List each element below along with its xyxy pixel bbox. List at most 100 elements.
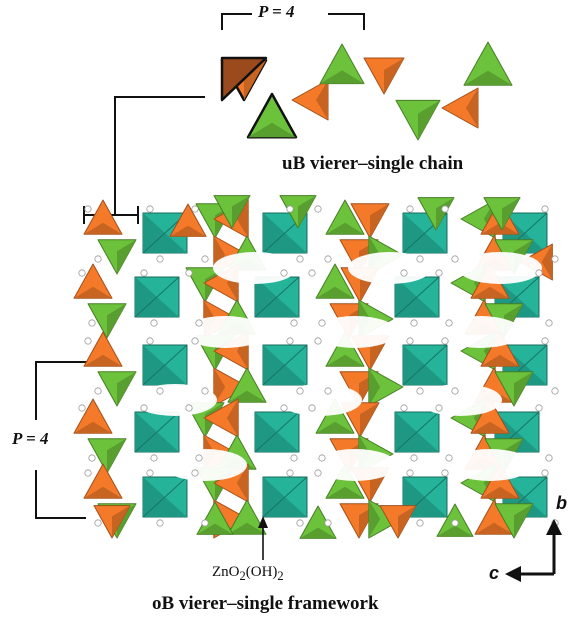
oxygen-atom-72 <box>296 519 304 527</box>
framework-tetra-35 <box>325 331 365 367</box>
axis-indicator <box>505 519 562 582</box>
framework-tetra-42 <box>494 371 534 407</box>
channel-3 <box>458 252 542 284</box>
framework-tetra-41-facet <box>481 354 519 367</box>
oxygen-atom-12 <box>416 255 424 263</box>
zno-octahedron-11 <box>402 344 448 386</box>
chain-period-label: P = 4 <box>258 2 295 21</box>
framework-tetra-2-facet <box>117 239 136 274</box>
zno-octahedron-10 <box>262 344 308 386</box>
zno-octahedron-6-edge <box>254 276 300 318</box>
framework-tetra-44-facet <box>107 438 126 473</box>
framework-tetra-43 <box>73 398 113 434</box>
oxygen-atom-33 <box>84 337 92 345</box>
oxygen-atom-47 <box>541 337 549 345</box>
chain-tetra-3-facet <box>316 80 328 120</box>
oxygen-atom-54 <box>195 454 203 462</box>
channel-5 <box>313 316 397 348</box>
chain-tetra-8-facet <box>464 70 512 86</box>
oxygen-atom-41 <box>314 337 322 345</box>
chain-tetra-2-facet <box>248 122 296 138</box>
framework-tetra-16 <box>87 303 127 339</box>
oxygen-atom-2 <box>94 255 102 263</box>
oxygen-atom-60 <box>410 454 418 462</box>
framework-tetra-38-facet <box>368 368 381 406</box>
framework-tetra-42-facet <box>514 371 533 406</box>
framework-tetra-55 <box>470 398 510 434</box>
oxygen-atom-29 <box>435 269 443 277</box>
oxygen-atom-37 <box>191 337 199 345</box>
oxygen-atom-8 <box>296 255 304 263</box>
zno-octahedron-14 <box>254 411 300 453</box>
framework-tetra-57 <box>83 463 123 499</box>
chain-tetra-5-facet <box>384 58 404 94</box>
zno-octahedron-18-edge <box>262 476 308 518</box>
framework-tetra-7 <box>325 199 365 235</box>
channel-6 <box>438 316 522 348</box>
framework-tetra-44 <box>87 438 127 474</box>
channel-2 <box>348 252 432 284</box>
oB-vierer-single-framework <box>73 195 559 539</box>
oxygen-atom-32 <box>545 319 553 327</box>
oxygen-atom-53 <box>185 404 193 412</box>
oxygen-atom-4 <box>156 255 164 263</box>
framework-tetra-55-facet <box>471 421 509 434</box>
channel-4 <box>183 316 267 348</box>
zno-octahedron-18 <box>262 476 308 518</box>
oxygen-atom-15 <box>541 205 549 213</box>
framework-tetra-69-facet <box>481 486 519 499</box>
framework-tetra-1 <box>83 199 123 235</box>
framework-period-label: P = 4 <box>12 429 49 448</box>
oxygen-atom-43 <box>406 337 414 345</box>
framework-tetra-51-facet <box>360 402 379 437</box>
framework-tetra-69 <box>480 463 520 499</box>
channel-8 <box>278 384 362 416</box>
oxygen-atom-74 <box>324 519 332 527</box>
zno-octahedron-15 <box>394 411 440 453</box>
oxygen-atom-51 <box>140 404 148 412</box>
oxygen-atom-39 <box>286 337 294 345</box>
zno-octahedron-9 <box>142 344 188 386</box>
framework-tetra-28-facet <box>504 303 523 338</box>
channel-10 <box>163 449 247 481</box>
framework-tetra-30 <box>97 371 137 407</box>
framework-tetra-74 <box>483 197 521 231</box>
oxygen-atom-40 <box>296 387 304 395</box>
oxygen-atom-30 <box>445 319 453 327</box>
oxygen-atom-6 <box>201 255 209 263</box>
chain-tetra-3 <box>291 79 329 121</box>
framework-tetra-41 <box>480 331 520 367</box>
oxygen-atom-34 <box>94 387 102 395</box>
framework-tetra-1-facet <box>84 222 122 235</box>
oxygen-atom-61 <box>435 404 443 412</box>
oxygen-atom-42 <box>324 387 332 395</box>
oxygen-atom-57 <box>308 404 316 412</box>
framework-caption: oB vierer–single framework <box>152 593 379 614</box>
oxygen-atom-26 <box>318 319 326 327</box>
oxygen-atom-19 <box>140 269 148 277</box>
oxygen-atom-46 <box>451 387 459 395</box>
oxygen-atom-73 <box>314 469 322 477</box>
channel-12 <box>448 449 532 481</box>
zno-octahedron-5 <box>134 276 180 318</box>
c-axis-label: c <box>489 563 500 583</box>
oxygen-atom-52 <box>150 454 158 462</box>
oxygen-atom-22 <box>195 319 203 327</box>
framework-tetra-2 <box>97 239 137 275</box>
zno-octahedron-11-edge <box>402 344 448 386</box>
zno-octahedron-14-edge <box>254 411 300 453</box>
oxygen-atom-28 <box>410 319 418 327</box>
framework-tetra-15-facet <box>74 286 112 299</box>
framework-tetra-79 <box>379 505 417 539</box>
chain-tetra-4-facet <box>320 70 364 84</box>
oxygen-atom-13 <box>441 205 449 213</box>
oxygen-atom-20 <box>150 319 158 327</box>
oxygen-atom-3 <box>146 205 154 213</box>
oxygen-atom-17 <box>78 269 86 277</box>
framework-tetra-47-facet <box>226 399 239 437</box>
chain-tetra-6-facet <box>418 100 440 140</box>
framework-tetra-15 <box>73 263 113 299</box>
oxygen-atom-76 <box>416 519 424 527</box>
